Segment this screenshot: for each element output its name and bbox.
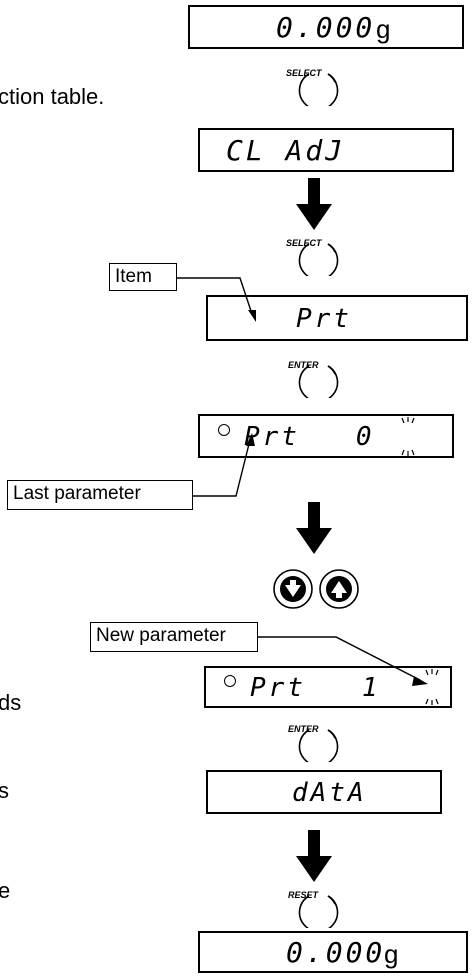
display-value: Prt bbox=[296, 304, 352, 334]
display-value: 0.000 bbox=[286, 936, 386, 969]
enter-key-icon[interactable]: ENTER bbox=[280, 716, 350, 762]
flow-arrow-icon bbox=[296, 830, 332, 882]
data-display: dAtA bbox=[206, 770, 442, 814]
down-arrow-key-icon[interactable] bbox=[272, 568, 316, 612]
side-text-line3: s bbox=[0, 778, 9, 803]
callout-item: Item bbox=[109, 263, 177, 291]
stable-indicator-icon bbox=[218, 424, 230, 436]
display-value: Prt 1 bbox=[250, 673, 381, 703]
display-value: Prt 0 bbox=[244, 422, 375, 452]
print-parameter-display-old: Prt 0 bbox=[198, 414, 454, 458]
enter-key-label: ENTER bbox=[288, 724, 319, 734]
display-value: dAtA bbox=[292, 778, 367, 808]
side-text-line2: ds bbox=[0, 690, 22, 715]
balance-display-zero: 0.000 g bbox=[188, 5, 464, 49]
balance-display-zero: 0.000 g bbox=[198, 931, 468, 973]
select-key-icon[interactable]: SELECT bbox=[280, 230, 350, 276]
display-value: 0.000 bbox=[276, 11, 376, 44]
stable-indicator-icon bbox=[224, 675, 236, 687]
enter-key-label: ENTER bbox=[288, 360, 319, 370]
callout-new-parameter: New parameter bbox=[90, 622, 258, 652]
select-key-icon[interactable]: SELECT bbox=[280, 60, 350, 106]
enter-key-icon[interactable]: ENTER bbox=[280, 352, 350, 398]
print-item-display: Prt bbox=[206, 295, 468, 341]
flow-arrow-icon bbox=[296, 178, 332, 230]
display-unit: g bbox=[376, 14, 391, 44]
cal-adjust-display: CL AdJ bbox=[198, 128, 454, 172]
display-unit: g bbox=[384, 939, 399, 969]
print-parameter-display-new: Prt 1 bbox=[204, 666, 452, 708]
flow-arrow-icon bbox=[296, 502, 332, 554]
reset-key-label: RESET bbox=[288, 890, 320, 900]
side-text-line1: ction table. bbox=[0, 84, 105, 109]
select-key-label: SELECT bbox=[286, 68, 323, 78]
select-key-label: SELECT bbox=[286, 238, 323, 248]
up-arrow-key-icon[interactable] bbox=[318, 568, 362, 612]
side-text-line4: e bbox=[0, 878, 11, 903]
reset-key-icon[interactable]: RESET bbox=[280, 882, 350, 928]
callout-last-parameter: Last parameter bbox=[7, 480, 193, 510]
display-value: CL AdJ bbox=[226, 134, 346, 167]
